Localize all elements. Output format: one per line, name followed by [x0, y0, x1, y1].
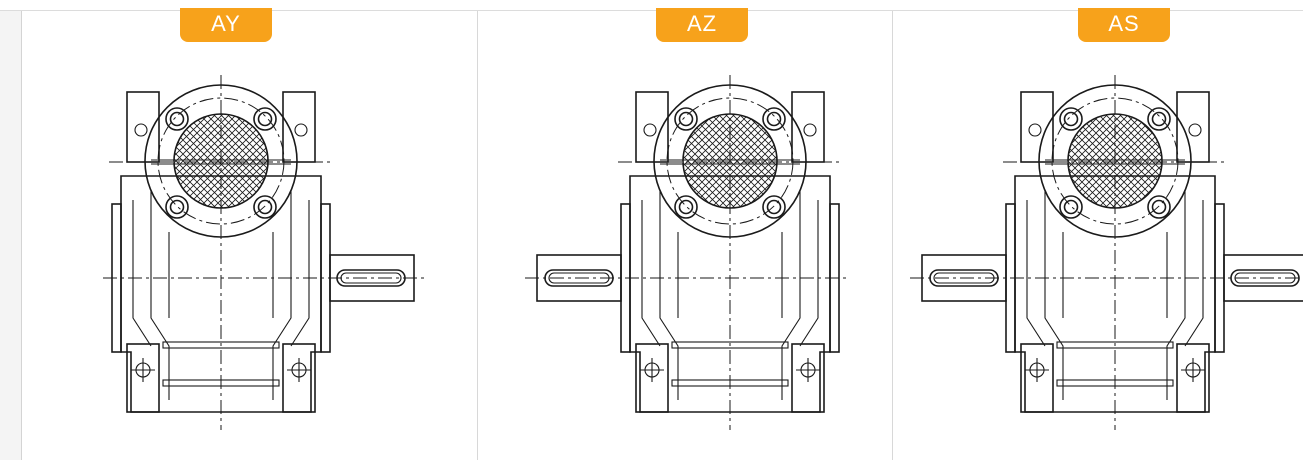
flange-bolt-inner	[1151, 111, 1167, 127]
flange-bolt-inner	[1063, 199, 1079, 215]
base-bar	[671, 341, 789, 349]
flange-bolt-inner	[1063, 111, 1079, 127]
flange-bolt	[674, 107, 698, 131]
flange-bolt-inner	[678, 199, 694, 215]
panel-az: AZ	[478, 0, 892, 460]
upper-right-lug	[282, 91, 316, 163]
flange-bolt	[165, 195, 189, 219]
lug-bolt-hole	[803, 123, 817, 137]
lug-bolt-hole	[643, 123, 657, 137]
flange-bolt-inner	[766, 199, 782, 215]
base-bar	[1056, 341, 1174, 349]
upper-left-lug	[126, 91, 160, 163]
flange-bolt	[1147, 107, 1171, 131]
left-margin	[0, 11, 22, 460]
upper-left-lug	[1020, 91, 1054, 163]
label-badge-ay: AY	[180, 8, 272, 42]
flange-bolt-inner	[169, 111, 185, 127]
bolt-circle	[1051, 97, 1179, 225]
lower-right-foot	[1176, 343, 1210, 413]
flange-bolt-inner	[1151, 199, 1167, 215]
flange-bolt	[674, 195, 698, 219]
flange-bolt-inner	[257, 199, 273, 215]
flange-bolt-inner	[678, 111, 694, 127]
outer-ribs	[132, 200, 310, 347]
bolt-circle	[666, 97, 794, 225]
label-badge-as: AS	[1078, 8, 1170, 42]
lug-bolt-hole	[1028, 123, 1042, 137]
outer-ribs	[1026, 200, 1204, 347]
lower-right-foot	[282, 343, 316, 413]
flange-bolt	[1059, 195, 1083, 219]
gearbox-drawing-az	[525, 75, 848, 430]
inner-walls	[150, 190, 292, 400]
bolt-circle	[157, 97, 285, 225]
flange-bolt-inner	[257, 111, 273, 127]
label-badge-az: AZ	[656, 8, 748, 42]
outer-ribs	[641, 200, 819, 347]
flange-bolt	[165, 107, 189, 131]
inner-walls	[1044, 190, 1186, 400]
lower-left-foot	[635, 343, 669, 413]
panel-divider	[892, 11, 893, 460]
flange-bolt	[762, 195, 786, 219]
lug-bolt-hole	[294, 123, 308, 137]
panel-as: AS	[893, 0, 1303, 460]
flange-bolt-inner	[766, 111, 782, 127]
flange-bolt	[1147, 195, 1171, 219]
left-border	[21, 11, 22, 460]
gearbox-drawing-ay	[103, 75, 426, 430]
upper-left-lug	[635, 91, 669, 163]
top-border	[0, 10, 1303, 11]
base-bar	[162, 341, 280, 349]
flange-bolt-inner	[169, 199, 185, 215]
lower-left-foot	[1020, 343, 1054, 413]
flange-bolt	[1059, 107, 1083, 131]
lug-bolt-hole	[134, 123, 148, 137]
gearbox-drawing-as	[910, 75, 1303, 430]
upper-right-lug	[1176, 91, 1210, 163]
panel-divider	[477, 11, 478, 460]
panel-ay: AY	[22, 0, 477, 460]
flange-bolt	[762, 107, 786, 131]
flange-bolt	[253, 195, 277, 219]
upper-right-lug	[791, 91, 825, 163]
inner-walls	[659, 190, 801, 400]
lower-left-foot	[126, 343, 160, 413]
lug-bolt-hole	[1188, 123, 1202, 137]
flange-bolt	[253, 107, 277, 131]
lower-right-foot	[791, 343, 825, 413]
